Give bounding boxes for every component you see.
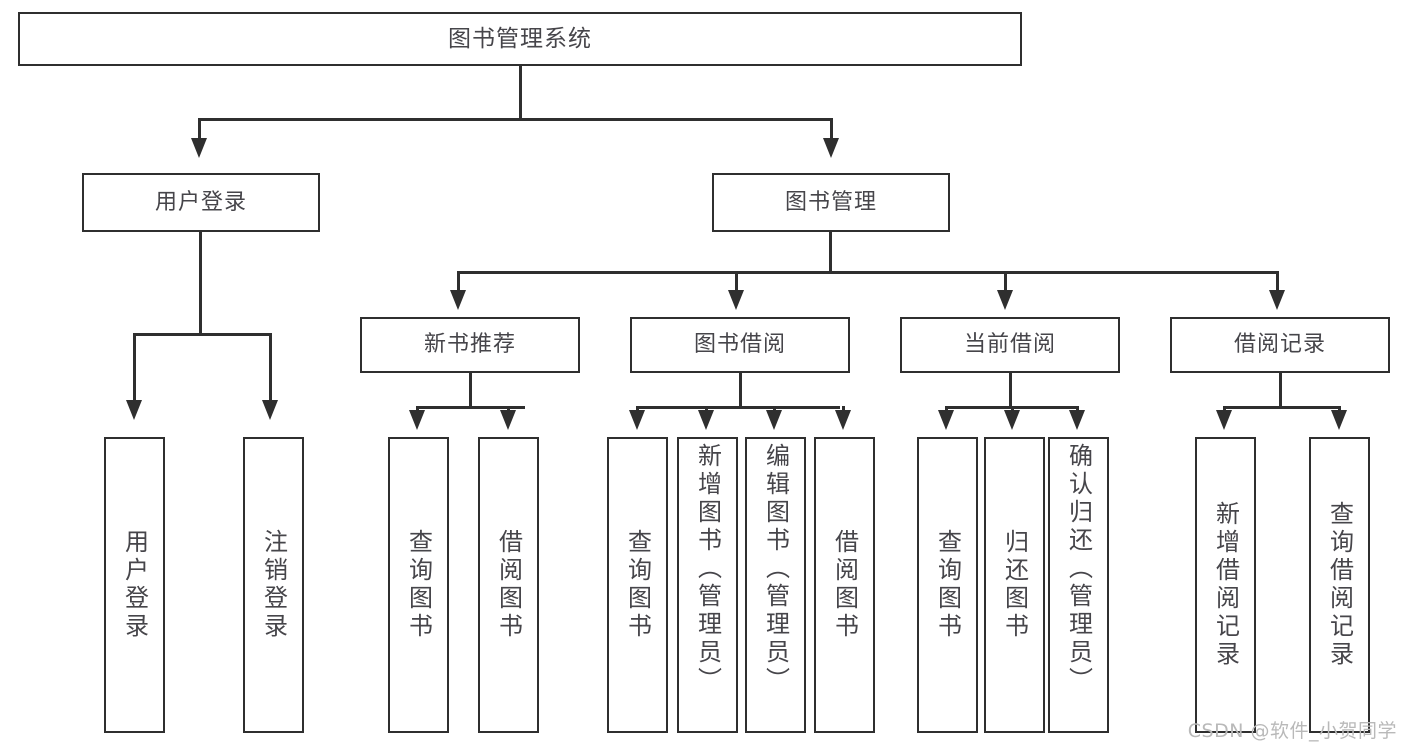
arrow-to-leaf-edit-book	[766, 410, 782, 430]
leaf-label: 用户登录	[120, 529, 149, 641]
leaf-label: 借阅图书	[494, 529, 523, 641]
node-user-login[interactable]: 用户登录	[82, 173, 320, 232]
connector-new-book-bar	[416, 406, 525, 409]
connector-to-current-borrow	[1004, 271, 1007, 293]
connector-book-borrow-stem	[739, 373, 742, 409]
connector-user-login-bar	[133, 333, 270, 336]
arrow-to-leaf-query-book-2	[629, 410, 645, 430]
connector-current-borrow-stem	[1009, 373, 1012, 409]
arrow-to-borrow-record	[1269, 290, 1285, 310]
leaf-label: 查询图书	[623, 529, 652, 641]
connector-to-user-login	[198, 118, 201, 141]
leaf-query-book-current[interactable]: 查询图书	[917, 437, 978, 733]
arrow-to-leaf-add-record	[1216, 410, 1232, 430]
leaf-query-book-borrow[interactable]: 查询图书	[607, 437, 668, 733]
node-borrow-record[interactable]: 借阅记录	[1170, 317, 1390, 373]
connector-borrow-record-stem	[1279, 373, 1282, 409]
leaf-label: 查询图书	[933, 529, 962, 641]
connector-user-login-stem	[199, 232, 202, 336]
node-label: 用户登录	[154, 189, 247, 215]
node-label: 图书借阅	[693, 332, 786, 358]
arrow-to-leaf-add-book	[698, 410, 714, 430]
connector-to-book-manage	[830, 118, 833, 141]
node-new-book-recommend[interactable]: 新书推荐	[360, 317, 580, 373]
node-label: 新书推荐	[423, 332, 516, 358]
arrow-to-leaf-confirm-return	[1069, 410, 1085, 430]
arrow-to-book-manage	[823, 138, 839, 158]
arrow-to-current-borrow	[997, 290, 1013, 310]
arrow-to-leaf-borrow-book-2	[835, 410, 851, 430]
leaf-label: 新增图书（管理员）	[693, 443, 722, 695]
leaf-label: 编辑图书（管理员）	[761, 443, 790, 695]
leaf-add-book-admin[interactable]: 新增图书（管理员）	[677, 437, 738, 733]
leaf-label: 注销登录	[259, 529, 288, 641]
leaf-confirm-return-admin[interactable]: 确认归还（管理员）	[1048, 437, 1109, 733]
connector-book-manage-bar	[457, 271, 1279, 274]
connector-to-borrow-record	[1276, 271, 1279, 293]
leaf-borrow-book-new[interactable]: 借阅图书	[478, 437, 539, 733]
connector-new-book-stem	[469, 373, 472, 409]
leaf-user-login[interactable]: 用户登录	[104, 437, 165, 733]
leaf-return-book[interactable]: 归还图书	[984, 437, 1045, 733]
leaf-label: 查询图书	[404, 529, 433, 641]
connector-book-manage-stem	[829, 232, 832, 274]
leaf-label: 借阅图书	[830, 529, 859, 641]
node-book-management[interactable]: 图书管理	[712, 173, 950, 232]
connector-user-login-left	[133, 333, 136, 403]
arrow-to-user-login	[191, 138, 207, 158]
arrow-to-new-book-recommend	[450, 290, 466, 310]
leaf-label: 新增借阅记录	[1211, 501, 1240, 669]
leaf-edit-book-admin[interactable]: 编辑图书（管理员）	[745, 437, 806, 733]
arrow-to-leaf-user-login	[126, 400, 142, 420]
connector-borrow-record-bar	[1223, 406, 1340, 409]
connector-to-new-book	[457, 271, 460, 293]
node-label: 图书管理系统	[448, 25, 592, 52]
node-label: 当前借阅	[963, 332, 1056, 358]
node-label: 图书管理	[784, 189, 877, 215]
connector-root-bar	[198, 118, 833, 121]
arrow-to-leaf-return-book	[1004, 410, 1020, 430]
arrow-to-leaf-query-record	[1331, 410, 1347, 430]
connector-to-book-borrow	[735, 271, 738, 293]
leaf-user-logout[interactable]: 注销登录	[243, 437, 304, 733]
connector-user-login-right	[269, 333, 272, 403]
connector-book-borrow-bar	[636, 406, 840, 409]
node-book-management-system[interactable]: 图书管理系统	[18, 12, 1022, 66]
arrow-to-book-borrow	[728, 290, 744, 310]
node-current-borrow[interactable]: 当前借阅	[900, 317, 1120, 373]
arrow-to-leaf-query-book-1	[409, 410, 425, 430]
node-book-borrow[interactable]: 图书借阅	[630, 317, 850, 373]
connector-root-stem	[519, 66, 522, 120]
arrow-to-leaf-query-book-3	[938, 410, 954, 430]
leaf-query-book-new[interactable]: 查询图书	[388, 437, 449, 733]
leaf-borrow-book-borrow[interactable]: 借阅图书	[814, 437, 875, 733]
leaf-label: 确认归还（管理员）	[1064, 443, 1093, 695]
leaf-add-borrow-record[interactable]: 新增借阅记录	[1195, 437, 1256, 733]
arrow-to-leaf-borrow-book-1	[500, 410, 516, 430]
watermark-text: CSDN @软件_小贺同学	[1187, 720, 1397, 742]
node-label: 借阅记录	[1233, 332, 1326, 358]
leaf-query-borrow-record[interactable]: 查询借阅记录	[1309, 437, 1370, 733]
leaf-label: 查询借阅记录	[1325, 501, 1354, 669]
leaf-label: 归还图书	[1000, 529, 1029, 641]
arrow-to-leaf-user-logout	[262, 400, 278, 420]
